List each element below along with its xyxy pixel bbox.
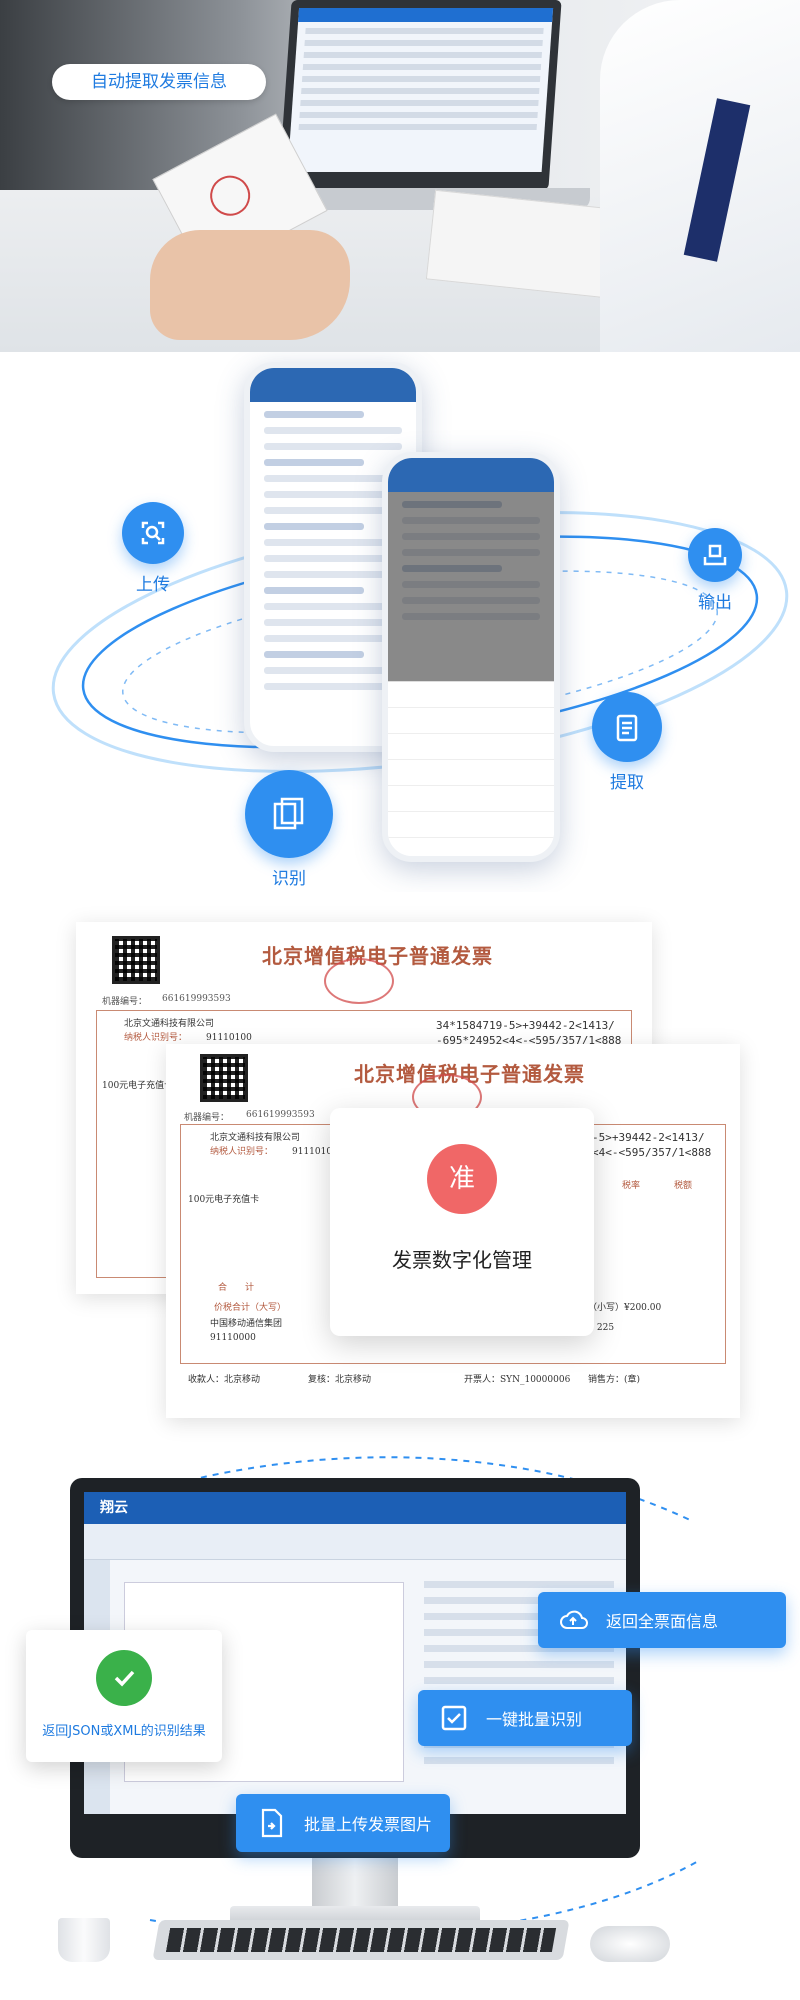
mobile-section: 上传 识别 提取 输出 — [0, 352, 800, 892]
issuer: 开票人：SYN_10000006 — [464, 1375, 571, 1385]
feature-upload-label: 上传 — [136, 575, 170, 595]
digital-management-text: 发票数字化管理 — [392, 1248, 532, 1272]
buyer-id-value: 91110100 — [292, 1147, 338, 1157]
check-icon — [96, 1650, 152, 1706]
total-label: 合 计 — [218, 1283, 255, 1293]
laptop — [278, 0, 562, 190]
app-toolbar — [84, 1524, 626, 1560]
feature-extract: 提取 — [590, 692, 664, 793]
seller-id: 91110000 — [210, 1333, 256, 1343]
laptop-screen — [287, 8, 554, 172]
qr-code-icon — [112, 936, 160, 984]
upload-doc-icon — [256, 1807, 288, 1839]
upload-icon — [122, 502, 184, 564]
json-result-label: 返回JSON或XML的识别结果 — [42, 1724, 206, 1739]
monitor-stand — [312, 1858, 398, 1914]
tax-rate-header: 税率 — [622, 1181, 641, 1191]
seller-stamp: 销售方：(章) — [588, 1375, 641, 1385]
tag-return-all-label: 返回全票面信息 — [606, 1612, 719, 1631]
payee: 收款人：北京移动 — [188, 1375, 261, 1385]
cloud-sync-icon — [558, 1604, 590, 1636]
item-name: 100元电子充值卡 — [188, 1195, 260, 1205]
tax-amount-header: 税额 — [674, 1181, 693, 1191]
cipher-code: -5>+39442-2<1413/ <4<-<595/357/1<888 — [592, 1131, 712, 1159]
feature-upload: 上传 — [120, 502, 186, 595]
auto-extract-label: 自动提取发票信息 — [52, 64, 266, 100]
buyer-id-value: 91110100 — [206, 1033, 252, 1043]
seller-name: 中国移动通信集团 — [210, 1319, 283, 1329]
qr-code-icon — [200, 1054, 248, 1102]
buyer-id-label: 纳税人识别号： — [210, 1147, 274, 1157]
tag-batch-recognize: 一键批量识别 — [418, 1690, 632, 1746]
person-hand — [150, 230, 350, 340]
feature-output: 输出 — [686, 528, 744, 613]
digital-management-card: 准 发票数字化管理 — [330, 1108, 594, 1336]
recognize-icon — [245, 770, 333, 858]
feature-output-label: 输出 — [698, 593, 732, 613]
feature-extract-label: 提取 — [610, 773, 644, 793]
tag-batch-recognize-label: 一键批量识别 — [486, 1710, 583, 1729]
machine-number-value: 661619993593 — [246, 1110, 315, 1120]
buyer-name: 北京文通科技有限公司 — [124, 1019, 215, 1029]
checkbox-icon — [438, 1702, 470, 1734]
extract-icon — [592, 692, 662, 762]
machine-number-label: 机器编号： — [102, 997, 148, 1007]
keyboard — [152, 1920, 570, 1960]
app-name: 翔云 — [84, 1492, 626, 1524]
output-icon — [688, 528, 742, 582]
office-photo: 自动提取发票信息 — [0, 0, 800, 352]
cup — [58, 1918, 110, 1962]
phone-action-menu — [388, 681, 554, 856]
mouse — [590, 1926, 670, 1962]
tag-return-all: 返回全票面信息 — [538, 1592, 786, 1648]
phone-invoice-list — [382, 452, 560, 862]
cipher-code: 34*1584719-5>+39442-2<1413/ -695*24952<4… — [436, 1019, 622, 1047]
json-result-card: 返回JSON或XML的识别结果 — [26, 1630, 222, 1762]
buyer-name: 北京文通科技有限公司 — [210, 1133, 301, 1143]
tag-batch-upload-label: 批量上传发票图片 — [304, 1815, 433, 1834]
tax-total-label: 价税合计（大写） — [214, 1303, 287, 1313]
invoice-seal-icon — [324, 958, 394, 1004]
tag-batch-upload: 批量上传发票图片 — [236, 1794, 450, 1852]
machine-number-label: 机器编号： — [184, 1113, 230, 1123]
feature-recognize-label: 识别 — [272, 869, 306, 889]
reviewer: 复核：北京移动 — [308, 1375, 372, 1385]
buyer-id-label: 纳税人识别号： — [124, 1033, 188, 1043]
feature-recognize: 识别 — [244, 770, 334, 889]
machine-number-value: 661619993593 — [162, 994, 231, 1004]
item-name: 100元电子充值卡 — [102, 1081, 174, 1091]
small-total: （小写）¥200.00 — [588, 1303, 662, 1313]
accuracy-badge-icon: 准 — [427, 1144, 497, 1214]
